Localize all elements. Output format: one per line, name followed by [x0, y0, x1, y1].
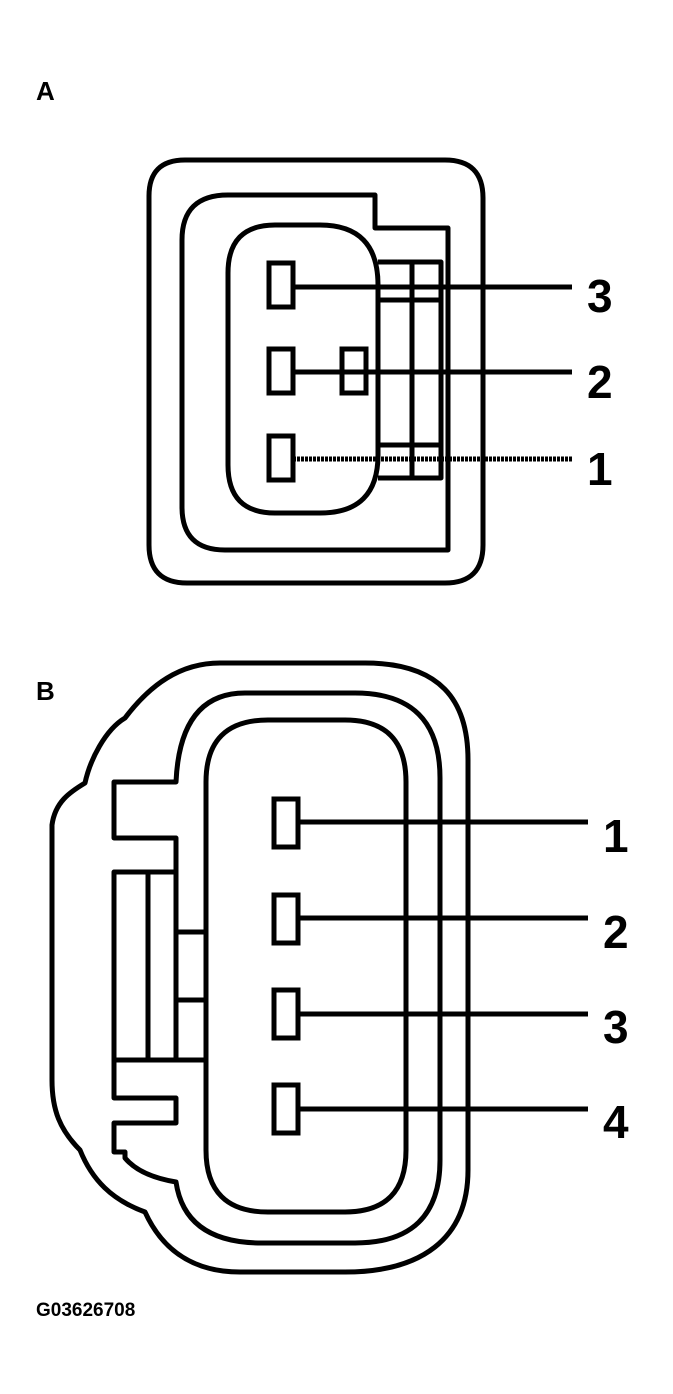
connector-a-pin-2 — [266, 346, 572, 396]
connector-b-body — [49, 660, 471, 1275]
connector-b-pin-2 — [271, 892, 588, 946]
figure-code: G03626708 — [36, 1300, 135, 1321]
connector-b-pin-label-2: 2 — [603, 906, 629, 958]
connector-a-pin-label-1: 1 — [587, 443, 613, 495]
connector-b-label: B — [36, 676, 55, 706]
connector-a-pin-1 — [266, 433, 572, 483]
connector-b-pin-1 — [271, 796, 588, 850]
connector-b-pin-label-1: 1 — [603, 810, 629, 862]
connector-b-pin-3 — [271, 987, 588, 1041]
connector-a-pin-label-2: 2 — [587, 356, 613, 408]
connector-b-pin-label-3: 3 — [603, 1001, 629, 1053]
connector-b-pin-label-4: 4 — [603, 1096, 629, 1148]
connector-b-pin-4 — [271, 1082, 588, 1136]
connector-a-pin-label-3: 3 — [587, 270, 613, 322]
connector-a-pin-3 — [266, 260, 572, 310]
connector-a-label: A — [36, 76, 55, 106]
